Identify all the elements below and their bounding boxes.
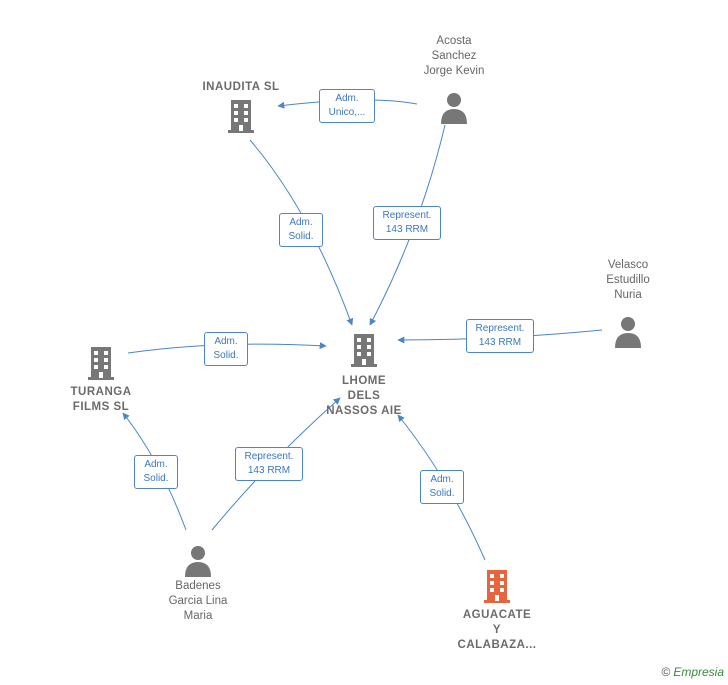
node-label: Acosta Sanchez Jorge Kevin <box>423 35 485 77</box>
copyright-icon: © <box>661 665 671 679</box>
building-icon <box>88 347 114 380</box>
brand-name: Empresia <box>673 665 724 679</box>
building-icon <box>351 334 377 367</box>
edge-label-e1[interactable]: Adm. Unico,... <box>319 89 375 123</box>
person-icon <box>615 317 641 348</box>
edge-label-e7[interactable]: Represent. 143 RRM <box>235 447 303 481</box>
edge-label-e3[interactable]: Represent. 143 RRM <box>373 206 441 240</box>
node-label: Badenes Garcia Lina Maria <box>168 580 228 622</box>
edge-label-e6[interactable]: Adm. Solid. <box>134 455 178 489</box>
person-icon <box>185 546 211 577</box>
node-label: TURANGA FILMS SL <box>70 386 132 413</box>
edge-label-e4[interactable]: Represent. 143 RRM <box>466 319 534 353</box>
building-icon-main <box>484 570 510 603</box>
node-label: AGUACATE Y CALABAZA... <box>457 609 537 651</box>
person-icon <box>441 93 467 124</box>
edge-label-e8[interactable]: Adm. Solid. <box>420 470 464 504</box>
edge-label-e2[interactable]: Adm. Solid. <box>279 213 323 247</box>
node-label: Velasco Estudillo Nuria <box>606 259 650 301</box>
edge-label-e5[interactable]: Adm. Solid. <box>204 332 248 366</box>
node-label: INAUDITA SL <box>202 81 280 93</box>
building-icon <box>228 100 254 133</box>
footer-brand[interactable]: ©Empresia <box>661 665 724 679</box>
node-label: LHOME DELS NASSOS AIE <box>326 375 402 417</box>
